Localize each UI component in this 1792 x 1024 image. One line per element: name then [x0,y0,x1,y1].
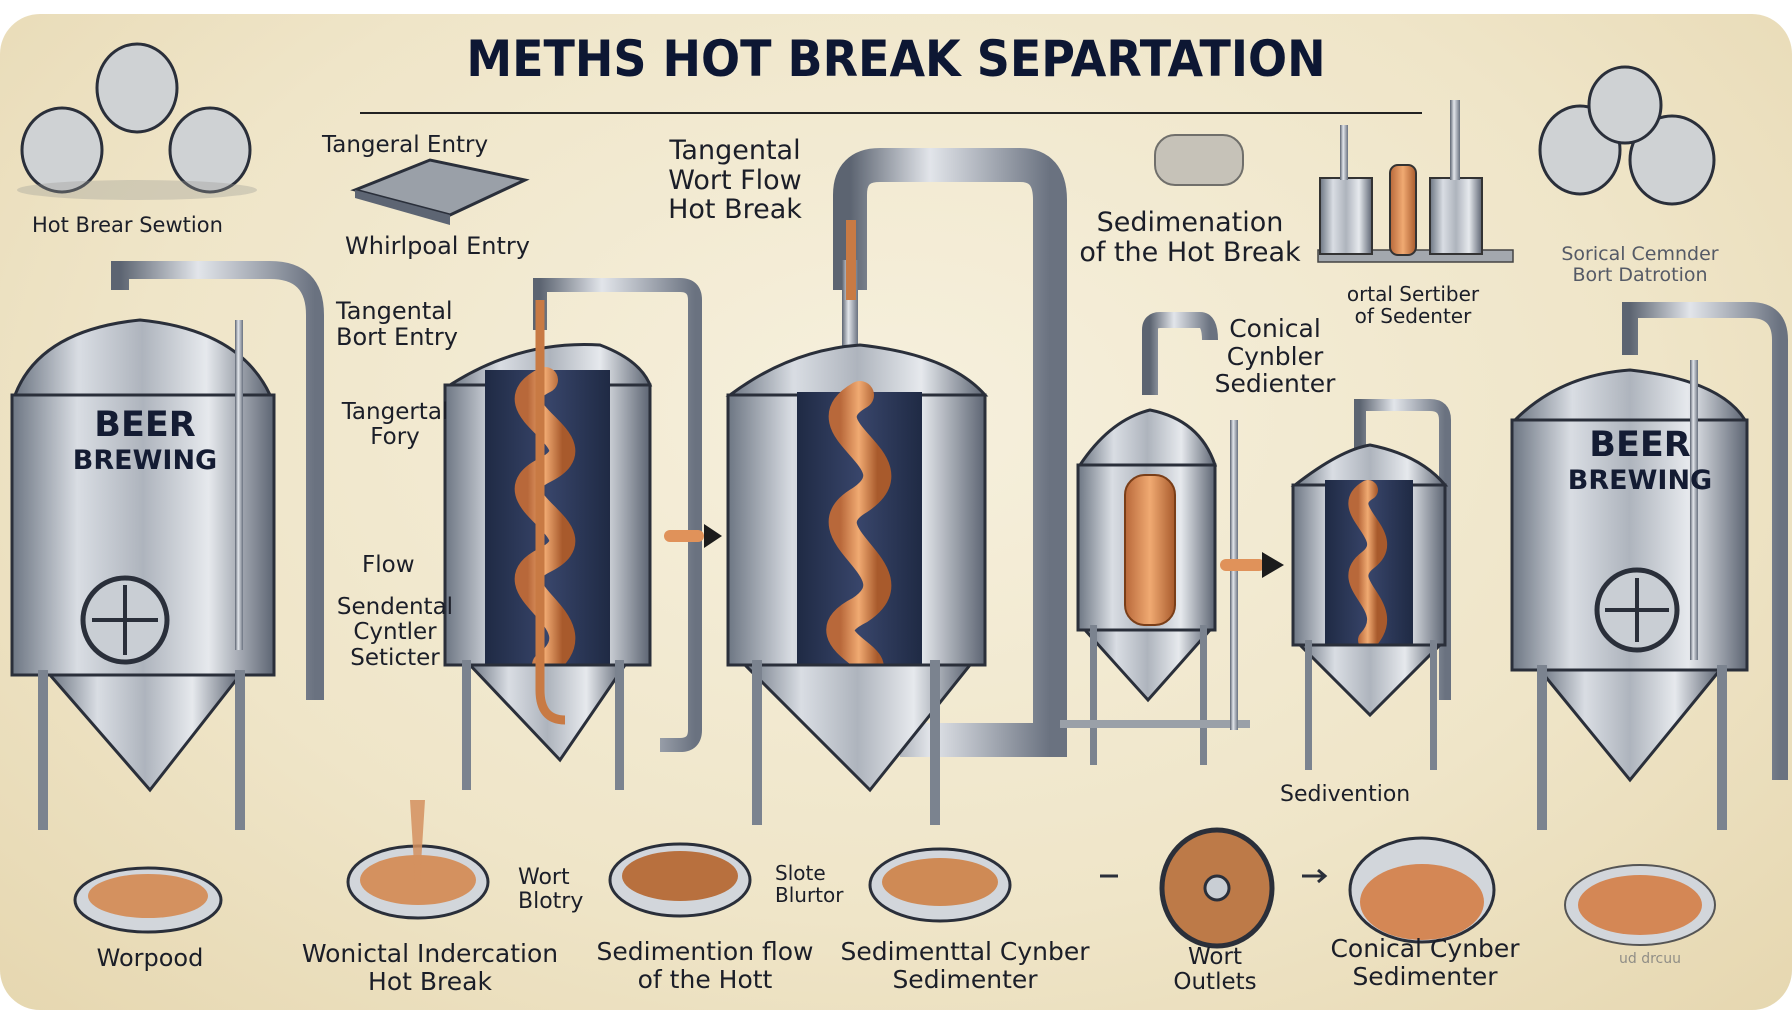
label-line: of Sedenter [1354,304,1472,328]
label-line: Wort Flow [668,164,802,196]
caption-line: Sorical Cemnder [1561,243,1719,265]
tank-label-line: BEER [1589,425,1691,465]
label-conical-cynbler: Conical Cynbler Sedienter [1205,315,1345,398]
dish-conical [1348,836,1496,944]
label-line: Wort [518,865,570,890]
tank-left-label: BEER BREWING [55,405,235,476]
column-set-icon [1317,100,1514,263]
label-line: of the Hott [637,964,773,994]
small-arrows [1100,868,1328,884]
label-wort-outlets: Wort Outlets [1160,944,1270,996]
label-wort-blotry: Wort Blotry [518,865,584,915]
label-worpood: Worpood [96,944,204,972]
tank-left [10,261,324,830]
page-title: METHS HOT BREAK SEPARTATION [466,30,1326,88]
flow-arrow-2 [1220,552,1284,578]
label-line: Hot Break [668,194,802,226]
tank-whirlpool-1 [443,278,702,790]
label-line: Fory [370,424,420,451]
label-line: Tangental [669,135,801,166]
label-sedimention-flow: Sedimention flow of the Hott [590,938,820,993]
tank-label-line: BREWING [72,445,218,477]
label-line: Hot Break [368,966,492,996]
label-line: Wonictal Indercation [301,939,559,968]
label-tangental-wort-flow: Tangental Wort Flow Hot Break [640,136,830,225]
label-line: Sedienter [1214,369,1336,398]
label-line: Conical Cynber [1330,934,1520,963]
label-line: Cynbler [1226,341,1324,371]
caption-hot-brear-sewtion: Hot Brear Sewtion [32,213,223,237]
label-line: of the Hot Break [1079,236,1301,268]
tank-right-label: BEER BREWING [1550,425,1730,496]
label-tangertal-fory: Tangertal Fory [335,399,455,451]
tank-label-line: BREWING [1567,465,1713,497]
title-underline [360,112,1422,114]
label-whirlpool-entry: Whirlpoal Entry [345,232,530,260]
dish-wort-outlets [1159,827,1275,949]
whirlpool-tray-icon [350,158,530,225]
label-line: Blotry [518,889,584,915]
dish-faded [1564,864,1716,946]
tank-sedimentation-1 [1060,312,1250,765]
dish-slote [608,842,752,918]
label-tangential-entry: Tangeral Entry [322,132,489,158]
goggles-icon [1154,134,1244,186]
label-line: Tangertal [341,399,449,425]
label-slote-blurtor: Slote Blurtor [775,862,843,906]
label-sedimental-cynber: Sedimenttal Cynber Sedimenter [840,938,1090,993]
dish-wonictal [346,800,490,920]
label-line: Sedimenter [1352,961,1498,991]
label-line: Blurtor [775,883,844,907]
label-line: Conical [1229,314,1321,343]
label-line: Bort Entry [336,323,458,352]
label-wonictal-indercation: Wonictal Indercation Hot Break [300,940,560,995]
label-line: Cyntler [353,619,437,646]
label-sedivention: Sedivention [1280,782,1411,807]
barrels-icon-left [17,42,257,200]
dish-worpood [73,866,223,934]
label-tangental-bort-entry: Tangental Bort Entry [336,298,458,351]
tank-right [1510,302,1788,830]
tank-whirlpool-2 [725,148,1067,825]
label-line: Sedimenter [892,964,1038,994]
label-line: Sedimenttal Cynber [840,937,1090,966]
label-line: Tangental [336,297,453,325]
tank-sedimentation-2 [1290,399,1451,770]
label-line: Slote [775,861,826,885]
caption-sorical-cemnder: Sorical Cemnder Bort Datrotion [1540,244,1740,286]
caption-line: Bort Datrotion [1572,263,1708,286]
label-flow: Flow [362,552,415,578]
label-sendental-cyntler: Sendental Cyntler Seticter [330,594,460,671]
label-line: Outlets [1173,969,1257,996]
label-ortal-sertiber: ortal Sertiber of Sedenter [1318,283,1508,327]
label-line: ortal Sertiber [1346,282,1480,306]
barrels-icon-right [1538,65,1716,206]
label-conical-cynber: Conical Cynber Sedimenter [1320,935,1530,990]
label-line: Wort [1188,944,1242,970]
label-faded-caption: ud drcuu [1619,951,1681,967]
flow-arrow-1 [664,524,722,548]
label-line: Sendental [336,594,454,620]
label-line: Sedimenation [1096,207,1284,238]
label-line: Seticter [350,644,440,671]
dish-sedimental [868,847,1012,923]
tank-label-line: BEER [94,405,196,445]
label-line: Sedimention flow [596,937,814,966]
label-sedimentation: Sedimenation of the Hot Break [1070,208,1310,267]
